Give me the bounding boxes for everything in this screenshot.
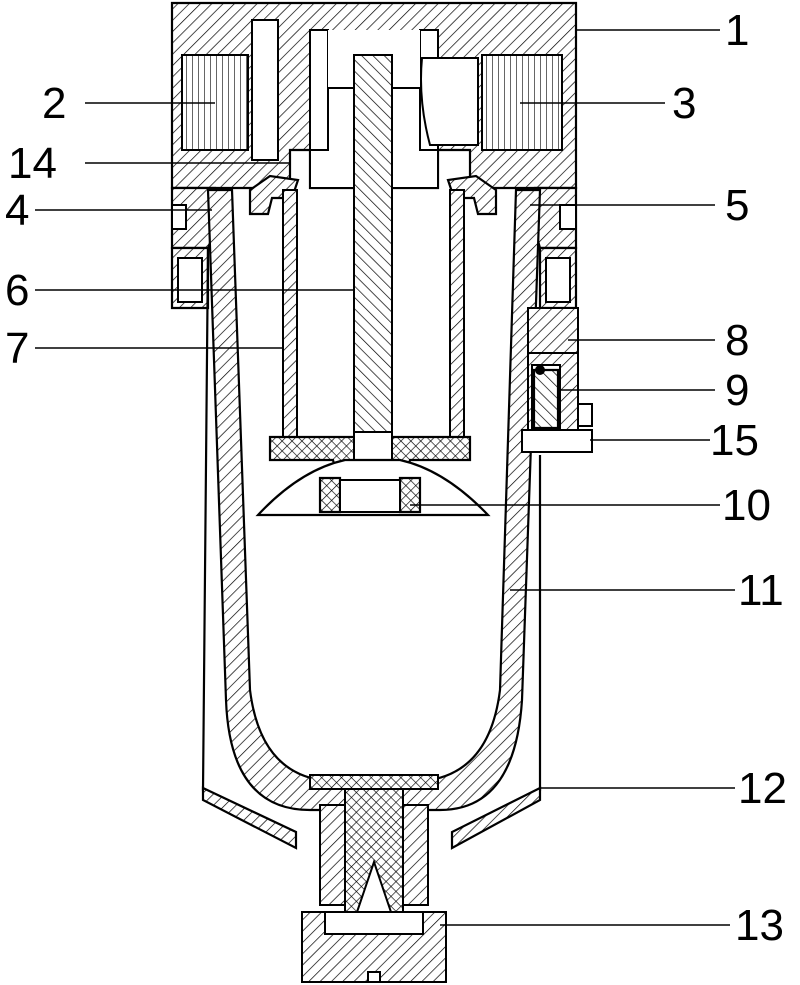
callout-7: 7	[5, 324, 29, 373]
callout-4: 4	[5, 186, 29, 235]
callout-5: 5	[725, 181, 749, 230]
inner-bowl	[206, 188, 542, 812]
leader-lines	[35, 29, 735, 926]
callout-8: 8	[725, 316, 749, 365]
callout-14: 14	[8, 139, 57, 188]
callout-10: 10	[722, 481, 771, 530]
callout-labels: 1 2 3 14 4 5 6 7 8 9 15 10 11 12 13	[5, 6, 787, 950]
callout-15: 15	[710, 416, 759, 465]
callout-3: 3	[672, 79, 696, 128]
callout-11: 11	[738, 566, 784, 615]
outer-bowl-guard	[201, 247, 542, 850]
callout-1: 1	[725, 6, 749, 55]
callout-9: 9	[725, 366, 749, 415]
bowl-lock-assembly	[521, 307, 593, 453]
baffle-deflector	[255, 458, 491, 517]
callout-2: 2	[42, 79, 66, 128]
callout-6: 6	[5, 266, 29, 315]
drain-valve-assembly	[301, 774, 447, 983]
callout-12: 12	[738, 764, 787, 813]
filter-element	[282, 189, 465, 441]
center-rod	[353, 54, 393, 436]
callout-13: 13	[735, 901, 784, 950]
